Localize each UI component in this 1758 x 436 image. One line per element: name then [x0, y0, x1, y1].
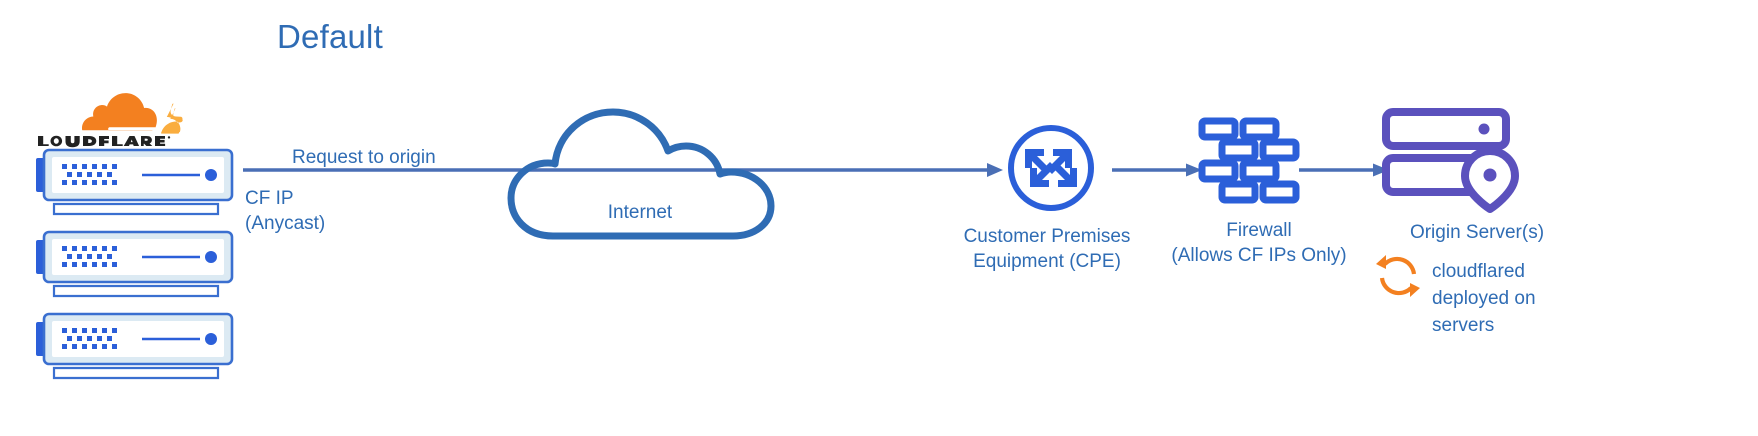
cloudflare-cloud-mark	[81, 93, 183, 134]
internet-cloud-icon	[505, 84, 785, 240]
cpe-router-icon	[1005, 122, 1097, 214]
arrow-right-icon	[1186, 163, 1202, 177]
cloudflare-server-unit-1	[32, 146, 240, 218]
origin-server-label: Origin Server(s)	[1409, 222, 1545, 243]
internet-label: Internet	[607, 202, 673, 223]
server-led-matrix	[62, 246, 117, 267]
cf-ip-label: CF IP (Anycast)	[245, 188, 326, 234]
origin-server-pin-icon	[1382, 108, 1527, 213]
cloudflare-wordmark	[38, 135, 171, 148]
location-pin	[1461, 147, 1519, 213]
firewall-brick-icon	[1192, 116, 1300, 204]
cpe-label: Customer Premises Equipment (CPE)	[963, 226, 1131, 272]
cloudflare-logo	[36, 84, 226, 148]
cloudflare-server-unit-3	[32, 310, 240, 382]
arrow-firewall-to-origin	[1299, 162, 1389, 178]
arrow-right-icon	[987, 163, 1003, 177]
arrow-request-to-cpe	[243, 160, 1003, 180]
request-to-origin-label: Request to origin	[292, 147, 436, 168]
cloudflared-label: cloudflared deployed on servers	[1432, 261, 1536, 336]
page-title: Default	[277, 18, 383, 55]
arrow-right-icon	[1373, 163, 1389, 177]
server-led-matrix	[62, 164, 117, 185]
firewall-label: Firewall (Allows CF IPs Only)	[1171, 220, 1347, 266]
sync-refresh-icon	[1374, 252, 1422, 300]
server-led-matrix	[62, 328, 117, 349]
arrow-cpe-to-firewall	[1112, 162, 1202, 178]
cloudflare-server-unit-2	[32, 228, 240, 300]
